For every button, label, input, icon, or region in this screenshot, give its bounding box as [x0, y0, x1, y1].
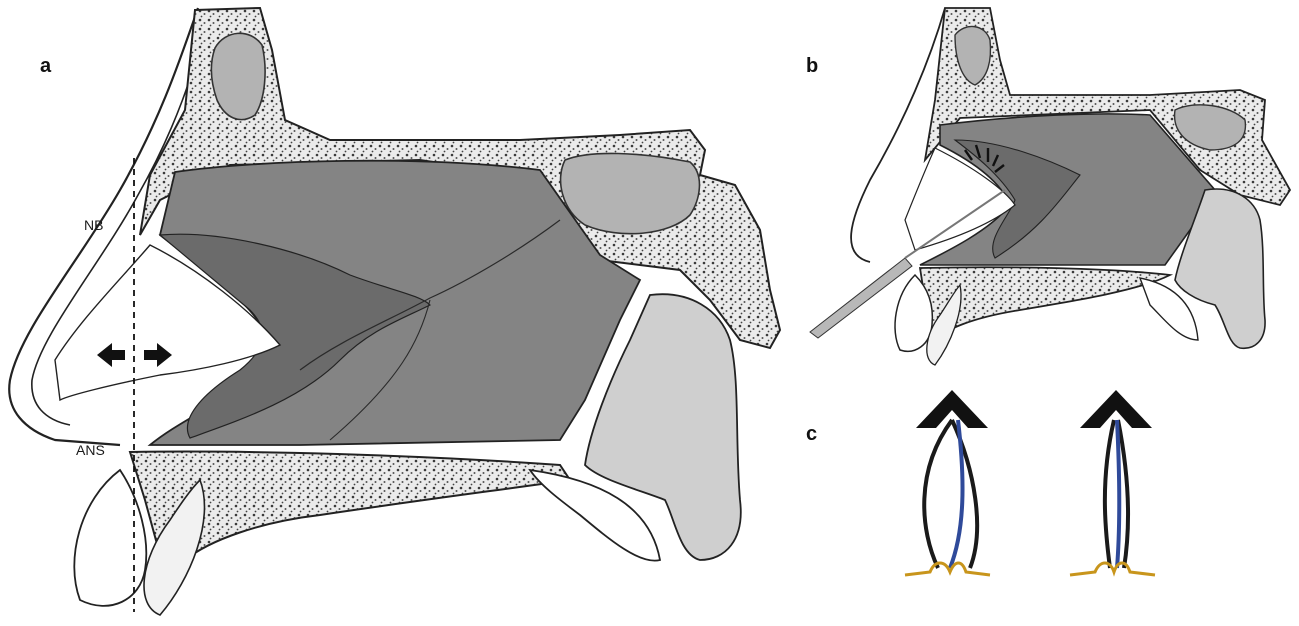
panel-c: c — [806, 390, 1155, 575]
sphenoid-sinus — [561, 153, 700, 233]
suture-strand-blue — [1117, 420, 1119, 568]
panel-b: b — [806, 8, 1290, 365]
tissue-base-gold — [905, 563, 990, 575]
label-nasion-bone: NB — [84, 217, 103, 233]
label-anterior-nasal-spine: ANS — [76, 442, 105, 458]
suture-diagram-right — [1070, 390, 1155, 575]
panel-a: a NB — [9, 8, 780, 615]
panel-a-letter: a — [40, 55, 52, 77]
suture-diagram-left — [905, 390, 990, 575]
panel-c-letter: c — [806, 423, 817, 445]
suture-strand-blue — [950, 420, 963, 568]
suture-loop-black — [924, 420, 977, 568]
upper-lip — [74, 470, 146, 606]
panel-b-letter: b — [806, 55, 818, 77]
tissue-base-gold — [1070, 563, 1155, 575]
